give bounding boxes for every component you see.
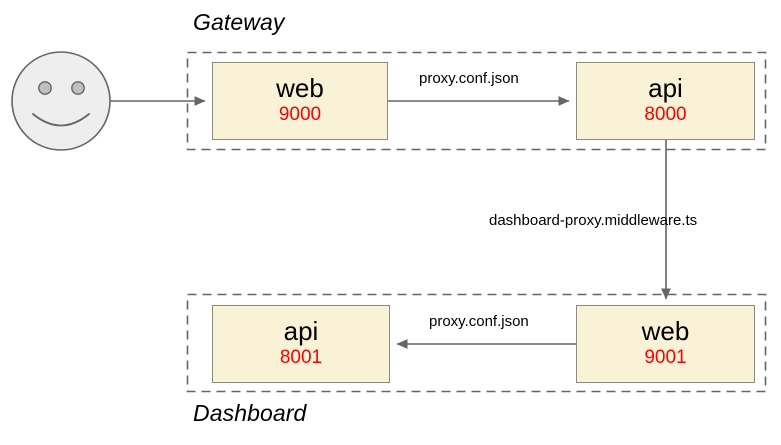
group-label-gateway: Gateway <box>193 9 285 35</box>
node-dashboard-web-name: web <box>641 315 690 346</box>
node-dashboard-web[interactable]: web 9001 <box>576 305 755 383</box>
smiley-left-eye-icon <box>38 81 52 95</box>
node-dashboard-api-name: api <box>283 315 319 346</box>
group-container-dashboard <box>186 293 767 393</box>
edge-label-gateway-web-to-gateway-api: proxy.conf.json <box>419 70 519 87</box>
node-gateway-api[interactable]: api 8000 <box>576 62 755 140</box>
node-dashboard-api-port: 8001 <box>279 347 323 369</box>
group-label-dashboard: Dashboard <box>193 400 307 426</box>
group-container-gateway <box>186 51 767 151</box>
edge-label-gateway-api-to-dashboard-web: dashboard-proxy.middleware.ts <box>489 212 698 229</box>
node-gateway-web-name: web <box>276 72 324 103</box>
node-gateway-web[interactable]: web 9000 <box>212 62 388 140</box>
node-dashboard-api[interactable]: api 8001 <box>212 305 390 383</box>
edge-label-dashboard-web-to-dashboard-api: proxy.conf.json <box>429 313 529 330</box>
node-gateway-web-port: 9000 <box>278 104 322 126</box>
node-dashboard-web-port: 9001 <box>644 347 687 369</box>
actor-smiley-face-icon <box>11 51 111 151</box>
smiley-right-eye-icon <box>71 81 85 95</box>
node-gateway-api-name: api <box>648 72 683 103</box>
smiley-mouth-icon <box>32 113 90 127</box>
node-gateway-api-port: 8000 <box>644 104 687 126</box>
